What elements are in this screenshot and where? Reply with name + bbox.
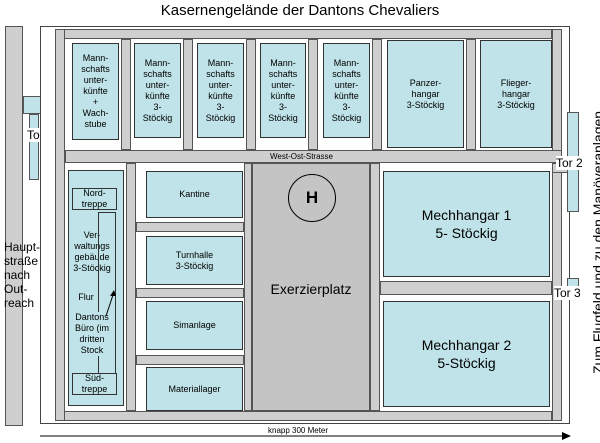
building-turnhalle: Turnhalle 3-Stöckig xyxy=(146,236,243,285)
column-road-1 xyxy=(121,39,131,150)
column-road-4 xyxy=(308,39,318,150)
perimeter-road-east xyxy=(552,29,562,421)
scale-arrow xyxy=(40,432,571,440)
buero-label: Dantons Büro (im dritten Stock xyxy=(70,312,114,356)
tor3-label: Tor 3 xyxy=(554,286,581,300)
tor1-gate-post xyxy=(29,114,39,180)
perimeter-road-north xyxy=(62,29,552,39)
exerzierplatz-label: Exerzierplatz xyxy=(270,281,352,297)
helipad xyxy=(288,174,336,222)
hauptstrasse-label: Haupt- straße nach Out- reach xyxy=(4,240,41,310)
helipad-h-label: H xyxy=(305,188,319,207)
building-simanlage: Simanlage xyxy=(146,301,243,350)
building-mannschaft-4: Mann- schafts unter- künfte 3- Stöckig xyxy=(260,43,306,138)
column-road-3 xyxy=(246,39,256,150)
scale-label: knapp 300 Meter xyxy=(268,426,329,435)
lower-road-west xyxy=(126,163,136,411)
building-fliegerhangar: Flieger- hangar 3-Stöckig xyxy=(480,40,552,148)
building-mechhangar-2: Mechhangar 2 5-Stöckig xyxy=(383,301,550,407)
flugfeld-label: Zum Flugfeld und zu den Manöveranlagen xyxy=(590,110,600,374)
building-materiallager: Materiallager xyxy=(146,367,243,411)
lower-road-east xyxy=(370,163,380,411)
hauptstrasse-road xyxy=(5,26,23,426)
perimeter-road-west xyxy=(55,29,65,421)
building-mannschaft-wache: Mann- schafts unter- künfte + Wach- stub… xyxy=(72,43,119,140)
lower-road-h3 xyxy=(136,355,244,365)
column-road-6 xyxy=(466,39,476,150)
lower-road-middle xyxy=(244,163,252,411)
diagram-title: Kasernengelände der Dantons Chevaliers xyxy=(160,2,440,19)
column-road-2 xyxy=(183,39,193,150)
building-kantine: Kantine xyxy=(146,171,243,218)
building-mannschaft-2: Mann- schafts unter- künfte 3- Stöckig xyxy=(134,43,181,138)
building-mannschaft-3: Mann- schafts unter- künfte 3- Stöckig xyxy=(197,43,244,138)
lower-road-h2 xyxy=(136,288,244,298)
lower-road-h1 xyxy=(136,222,244,232)
flur-label: Flur xyxy=(78,292,94,302)
nordtreppe: Nord- treppe xyxy=(72,188,117,210)
tor2-label: Tor 2 xyxy=(556,156,583,170)
perimeter-road-south xyxy=(62,411,552,421)
suedtreppe: Süd- treppe xyxy=(72,373,117,395)
arrow-icon xyxy=(105,290,116,317)
west-ost-strasse-label: West-Ost-Strasse xyxy=(270,152,333,161)
building-panzerhangar: Panzer- hangar 3-Stöckig xyxy=(387,40,464,148)
building-mannschaft-5: Mann- schafts unter- künfte 3- Stöckig xyxy=(323,43,370,138)
building-mechhangar-1: Mechhangar 1 5- Stöckig xyxy=(383,171,550,277)
column-road-5 xyxy=(372,39,382,150)
lower-road-h4 xyxy=(380,281,552,295)
verwaltung-label: Ver- waltungs gebäude 3-Stöckig xyxy=(73,230,111,273)
